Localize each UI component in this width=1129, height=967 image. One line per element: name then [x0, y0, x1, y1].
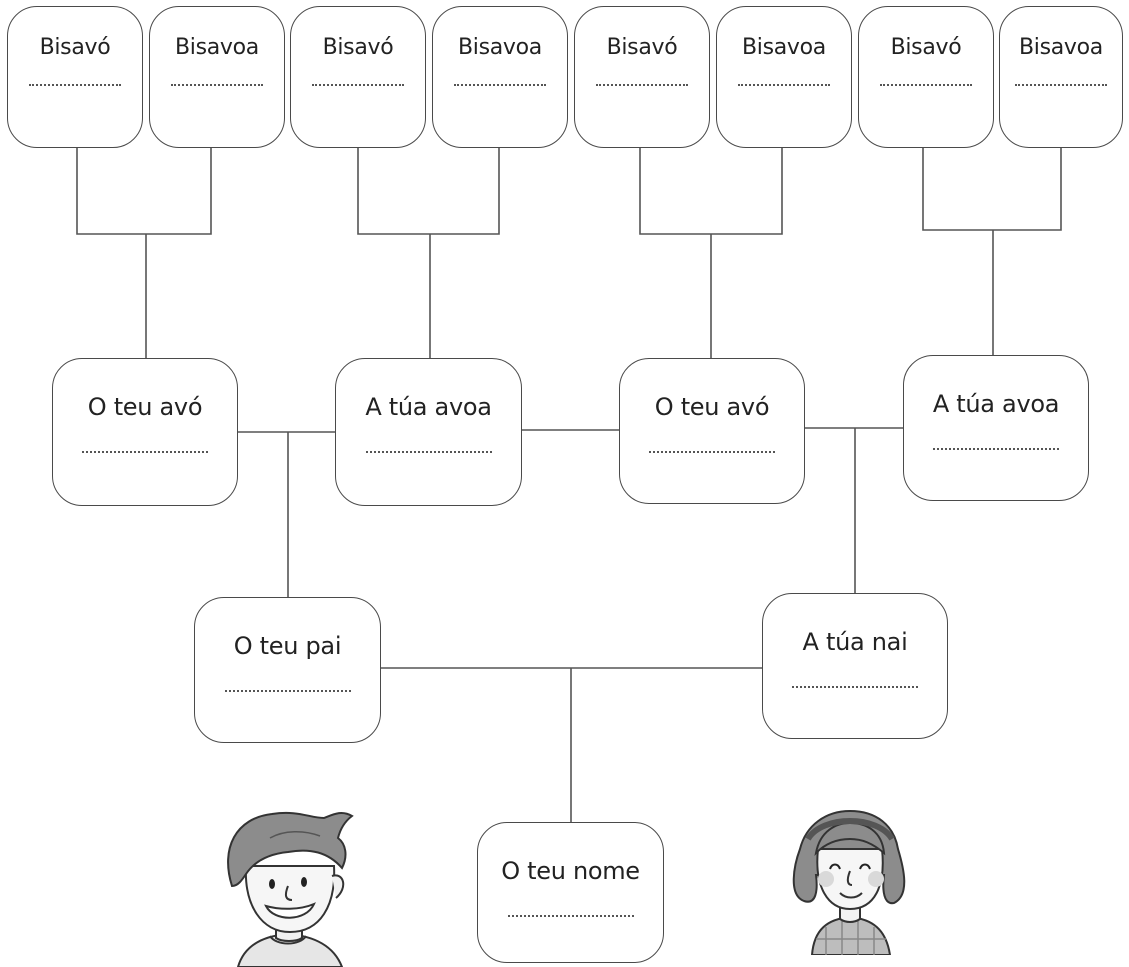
grandparent-box: O teu avó: [52, 358, 238, 506]
name-blank[interactable]: [792, 686, 918, 688]
grandparent-label: O teu avó: [87, 393, 203, 421]
name-blank[interactable]: [1015, 84, 1107, 86]
boy-illustration: [227, 811, 354, 967]
name-blank[interactable]: [649, 451, 775, 453]
grandparent-box: A túa avoa: [335, 358, 522, 506]
father-box: O teu pai: [194, 597, 381, 743]
great-grandparent-label: Bisavoa: [1018, 35, 1103, 60]
connector-line: [922, 148, 1062, 231]
name-blank[interactable]: [29, 84, 121, 86]
name-blank[interactable]: [171, 84, 263, 86]
great-grandparent-box: Bisavoa: [432, 6, 568, 148]
great-grandparent-box: Bisavó: [574, 6, 710, 148]
grandparent-box: O teu avó: [619, 358, 805, 504]
great-grandparent-box: Bisavoa: [999, 6, 1123, 148]
great-grandparent-box: Bisavó: [858, 6, 994, 148]
name-blank[interactable]: [596, 84, 688, 86]
name-blank[interactable]: [224, 690, 351, 692]
name-blank[interactable]: [880, 84, 972, 86]
great-grandparent-box: Bisavoa: [149, 6, 285, 148]
grandparent-label: A túa avoa: [365, 393, 492, 421]
your-name-label: O teu nome: [501, 857, 640, 885]
name-blank[interactable]: [738, 84, 830, 86]
name-blank[interactable]: [365, 451, 492, 453]
name-blank[interactable]: [312, 84, 404, 86]
your-name-box: O teu nome: [477, 822, 664, 963]
name-blank[interactable]: [507, 915, 634, 917]
name-blank[interactable]: [454, 84, 546, 86]
girl-illustration: [792, 809, 906, 955]
grandparent-box: A túa avoa: [903, 355, 1089, 501]
great-grandparent-label: Bisavoa: [741, 35, 826, 60]
grandparent-label: O teu avó: [654, 393, 770, 421]
mother-box: A túa nai: [762, 593, 948, 739]
great-grandparent-label: Bisavó: [606, 35, 678, 60]
connector-line: [639, 148, 783, 235]
great-grandparent-box: Bisavó: [7, 6, 143, 148]
name-blank[interactable]: [933, 448, 1059, 450]
great-grandparent-label: Bisavó: [890, 35, 962, 60]
connector-line: [76, 148, 212, 235]
grandparent-label: A túa avoa: [932, 390, 1060, 418]
great-grandparent-label: Bisavó: [39, 35, 111, 60]
father-label: O teu pai: [233, 632, 342, 660]
great-grandparent-label: Bisavoa: [457, 35, 542, 60]
name-blank[interactable]: [82, 451, 208, 453]
great-grandparent-label: Bisavó: [322, 35, 394, 60]
great-grandparent-box: Bisavoa: [716, 6, 852, 148]
great-grandparent-label: Bisavoa: [174, 35, 259, 60]
great-grandparent-box: Bisavó: [290, 6, 426, 148]
mother-label: A túa nai: [802, 628, 908, 656]
connector-line: [357, 148, 500, 235]
